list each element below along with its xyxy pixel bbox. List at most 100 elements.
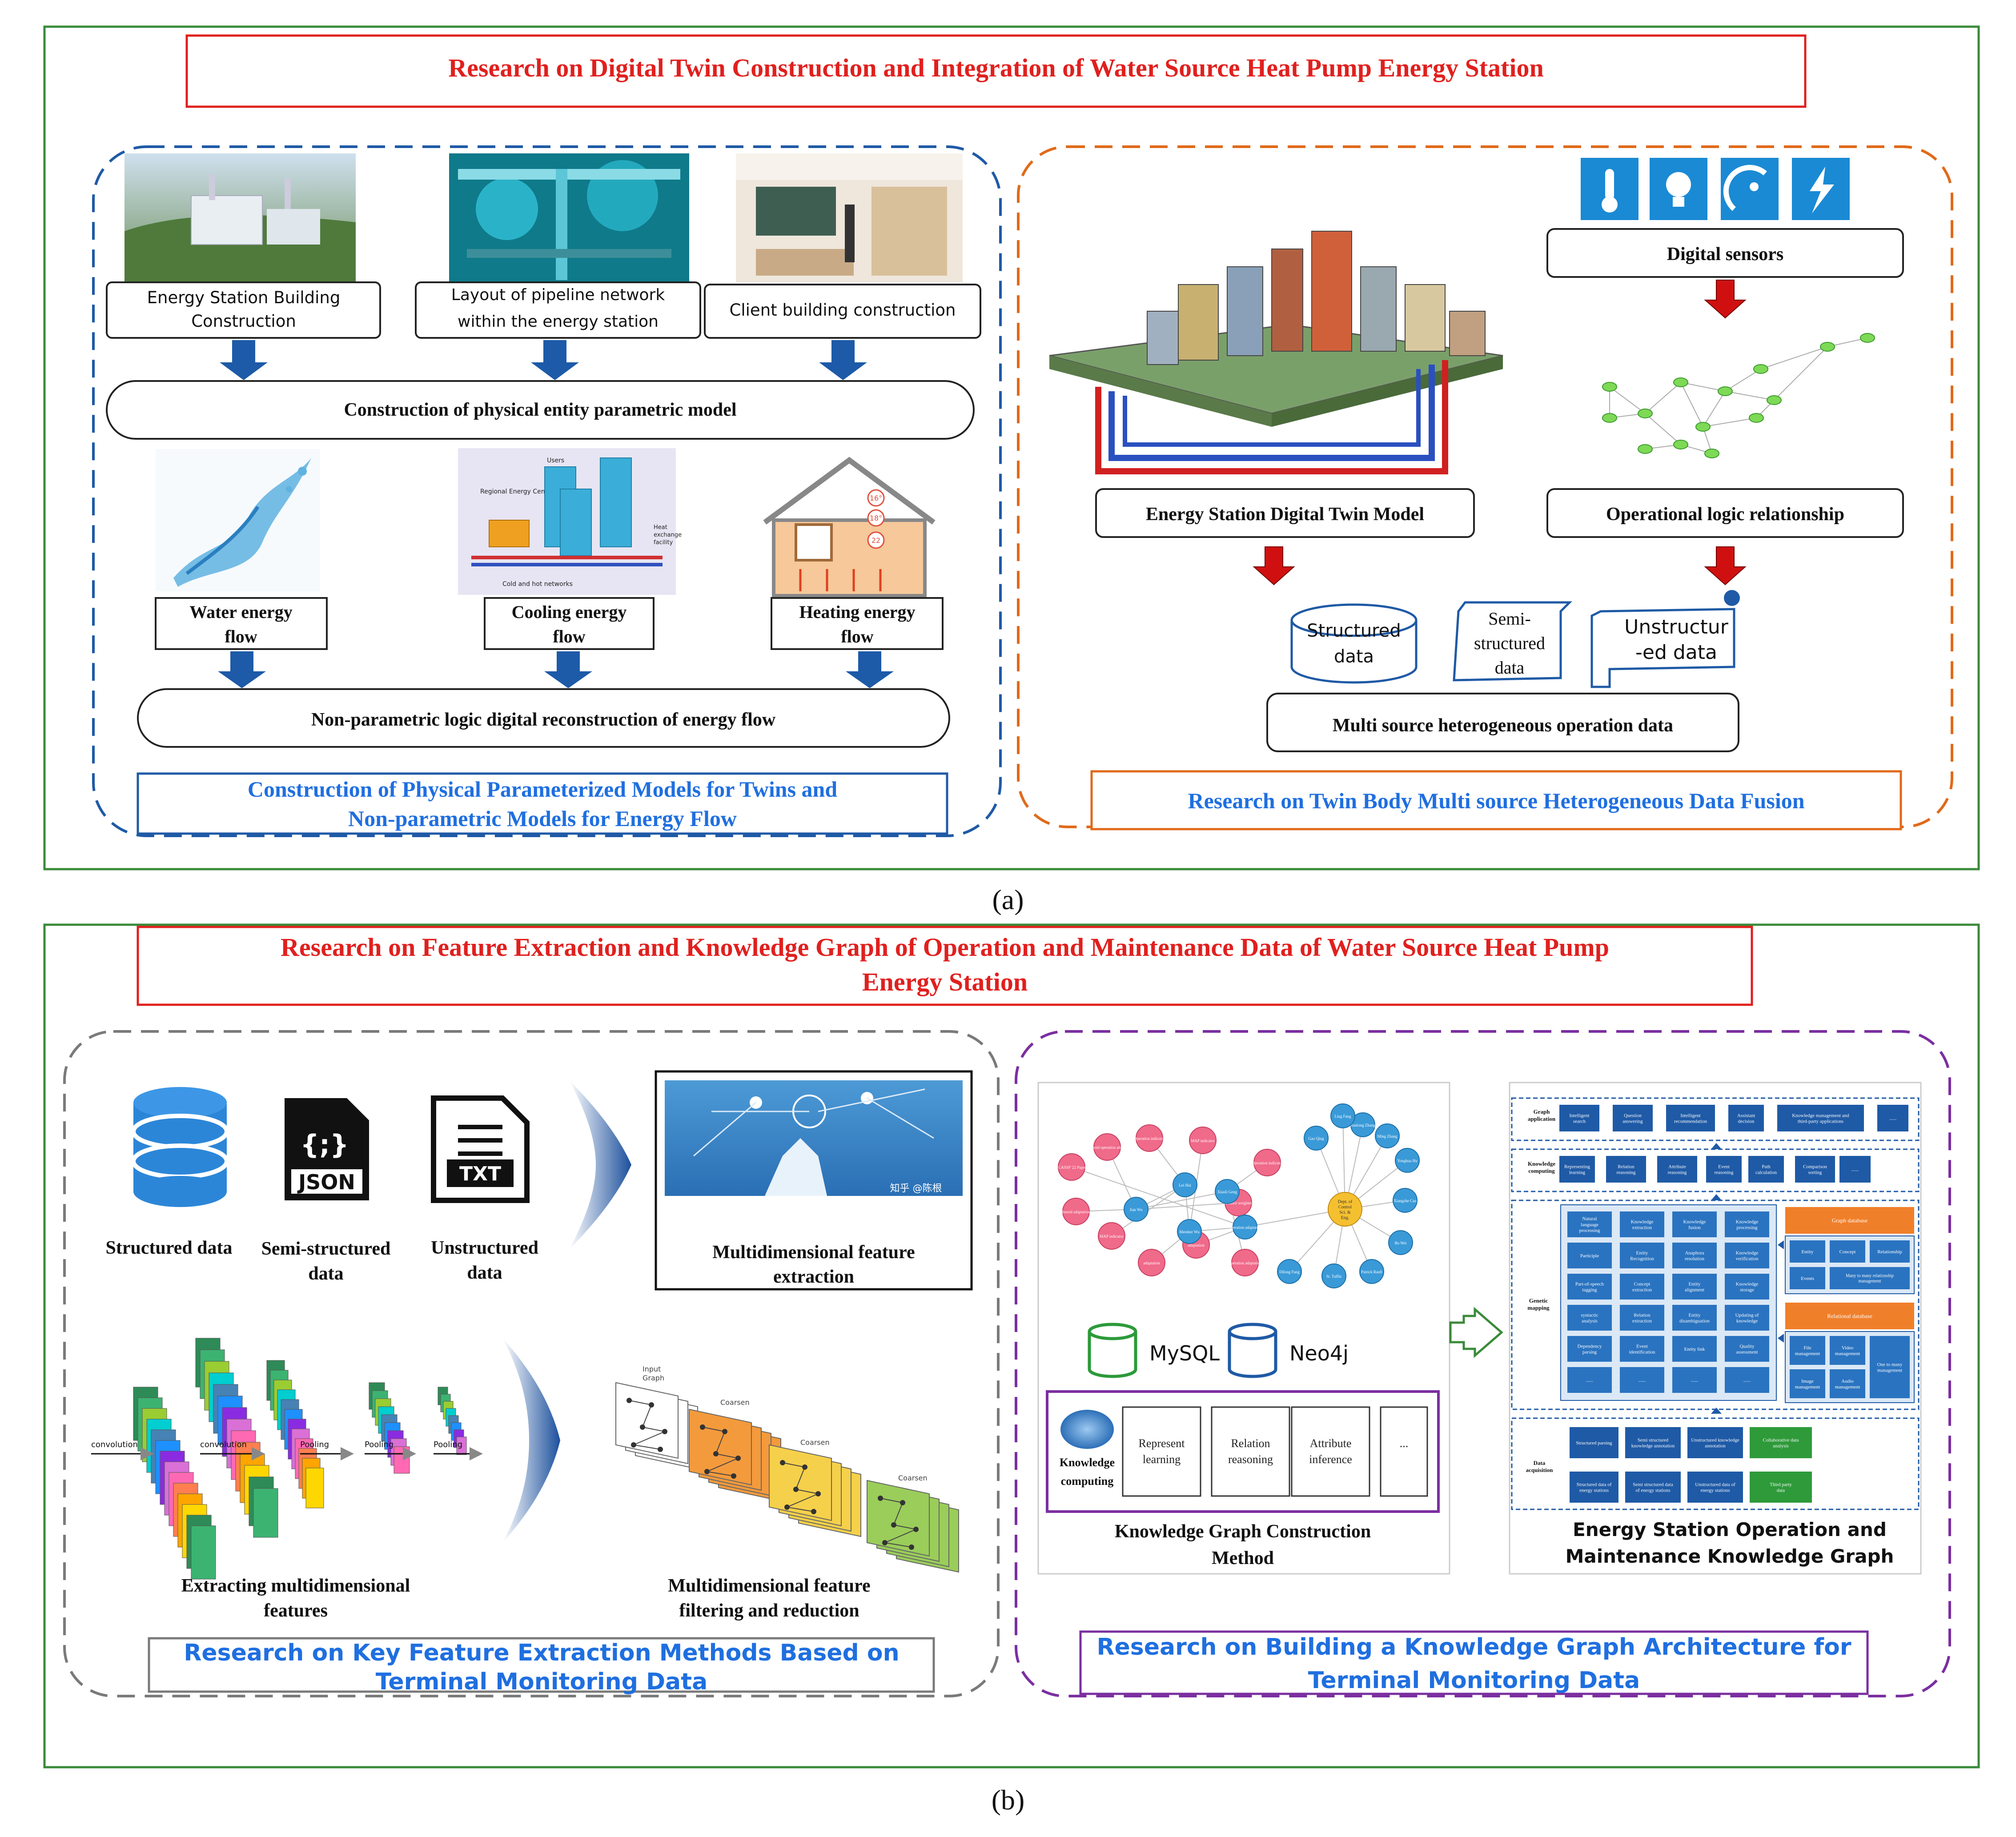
arch-box-label: Participle <box>1580 1253 1599 1259</box>
json-file-icon: {;} JSON <box>285 1098 369 1200</box>
kg-entity-node <box>1233 1215 1257 1239</box>
physical-model-footer: Construction of Physical Parameterized M… <box>248 777 837 802</box>
arch-graph-item <box>1790 1267 1825 1289</box>
kc-label: Knowledge <box>1060 1456 1115 1469</box>
kg-entity-node <box>1375 1123 1400 1148</box>
ai-watermark: 知乎 @陈根 <box>890 1183 942 1194</box>
kg-node-label: Operation indicator <box>1134 1136 1165 1141</box>
data-fusion-section: Digital sensors <box>1017 145 1953 830</box>
neo4j-label: Neo4j <box>1289 1341 1349 1365</box>
gcn-node <box>780 1460 785 1465</box>
arch-process-box <box>1620 1305 1664 1331</box>
extract-features-label2: features <box>264 1600 328 1621</box>
arch-box-label: fusion <box>1688 1225 1701 1230</box>
kg-entity-node <box>1304 1126 1329 1151</box>
semi-structured-label2: structured <box>1474 633 1545 653</box>
kg-entity-node <box>1330 1103 1355 1128</box>
filter-reduction-label: Multidimensional feature <box>668 1576 870 1596</box>
arch-compute-box <box>1657 1156 1697 1183</box>
arch-app-box <box>1666 1105 1715 1131</box>
kg-person-node <box>1058 1153 1085 1181</box>
kg-node-label: Dilong Fang <box>1279 1270 1300 1274</box>
gcn-edge <box>707 1471 734 1476</box>
arch-box-label: ...... <box>1743 1378 1751 1383</box>
net-node <box>1602 382 1617 392</box>
arch-graph-item <box>1870 1240 1910 1263</box>
net-node <box>1749 413 1764 423</box>
arch-box-label: ...... <box>1639 1378 1646 1383</box>
arch-box-label: knowledge annotation <box>1631 1443 1675 1448</box>
gcn-node <box>913 1527 919 1532</box>
arch-box-label: Relation <box>1634 1312 1651 1318</box>
kg-entity-node <box>1359 1259 1384 1284</box>
arch-box-label: management <box>1858 1279 1881 1284</box>
operational-logic-label: Operational logic relationship <box>1606 504 1844 525</box>
regional-energy-diagram: Users Regional Energy Center Heat exchan… <box>458 448 682 595</box>
kg-node-label: Operation adaptation <box>1228 1225 1262 1230</box>
kg-node-label: Lei Hai <box>1179 1183 1191 1187</box>
kg-node-label: Xiaoli Geng <box>1217 1190 1237 1194</box>
gcn-node <box>700 1424 705 1430</box>
kg-center-node <box>1328 1192 1362 1227</box>
energy-station-aerial-photo <box>124 153 356 282</box>
kc-method-box <box>1122 1406 1201 1497</box>
arch-up-arrow <box>1711 1408 1722 1414</box>
kg-method-label: Knowledge Graph Construction <box>1115 1521 1371 1542</box>
arch-box-label: Dependency <box>1578 1344 1602 1349</box>
arch-box-label: Relation <box>1618 1164 1634 1169</box>
arch-up-arrow <box>1711 1143 1722 1149</box>
arch-box-label: Part-of-speech <box>1575 1281 1604 1287</box>
arch-process-box <box>1725 1243 1769 1268</box>
arch-box-label: Knowledge <box>1683 1219 1706 1224</box>
gcn-edge <box>633 1431 665 1445</box>
kg-person-node <box>1138 1249 1165 1276</box>
arch-acq-box <box>1687 1427 1743 1458</box>
kg-center-label: Dept. of <box>1338 1199 1353 1204</box>
semi-structured-label3: data <box>1495 658 1525 678</box>
net-node <box>1638 444 1653 454</box>
arch-process-box <box>1620 1211 1664 1237</box>
kg-node-label: adaptation <box>1188 1243 1205 1247</box>
arch-rel-item <box>1830 1336 1865 1365</box>
kg-entity-node <box>1321 1263 1346 1288</box>
cnn-feature-map <box>456 1436 467 1455</box>
kg-entity-node <box>1388 1230 1413 1255</box>
net-node <box>1638 409 1653 418</box>
arch-process-box <box>1672 1211 1717 1237</box>
structured-data-label: Structured <box>1307 621 1401 641</box>
json-label: JSON <box>297 1170 355 1194</box>
net-node <box>1767 395 1782 405</box>
box-energy-station-building: Energy Station Building <box>147 288 341 307</box>
txt-label: TXT <box>459 1163 501 1185</box>
structured-data-cylinder: Structured data <box>1290 603 1418 684</box>
gcn-edge <box>787 1493 819 1508</box>
diagram-regional-label: Regional Energy Center <box>480 488 554 495</box>
arch-box-label: knowledge <box>1736 1318 1758 1324</box>
arch-source-box <box>1570 1472 1618 1503</box>
arch-box-label: File <box>1803 1345 1811 1351</box>
net-node <box>1860 333 1875 343</box>
arch-box-label: management <box>1795 1384 1820 1390</box>
cnn-feature-map <box>253 1488 278 1538</box>
panel-b-title-line2: Energy Station <box>862 967 1028 996</box>
unstructured-label2: -ed data <box>1635 641 1717 664</box>
arch-compute-box <box>1795 1156 1835 1183</box>
semi-structured-data-text2: data <box>308 1263 343 1284</box>
arch-box-label: calculation <box>1755 1170 1777 1175</box>
box-client-building: Client building construction <box>730 301 956 320</box>
arch-compute-box <box>1606 1156 1646 1183</box>
twin-model-label: Energy Station Digital Twin Model <box>1146 504 1424 525</box>
arch-box-label: Entity <box>1802 1249 1814 1255</box>
kg-entity-node <box>1177 1219 1202 1244</box>
net-node <box>1695 422 1711 432</box>
kc-method-label: Relation <box>1231 1437 1270 1450</box>
arch-box-label: search <box>1573 1119 1586 1124</box>
arch-side-label: mapping <box>1527 1304 1550 1311</box>
gcn-edge <box>642 1404 652 1428</box>
arch-box-label: Event <box>1636 1344 1648 1349</box>
arch-box-label: extraction <box>1632 1318 1652 1324</box>
arch-box-label: assessment <box>1736 1349 1758 1355</box>
gcn-node <box>784 1504 790 1510</box>
